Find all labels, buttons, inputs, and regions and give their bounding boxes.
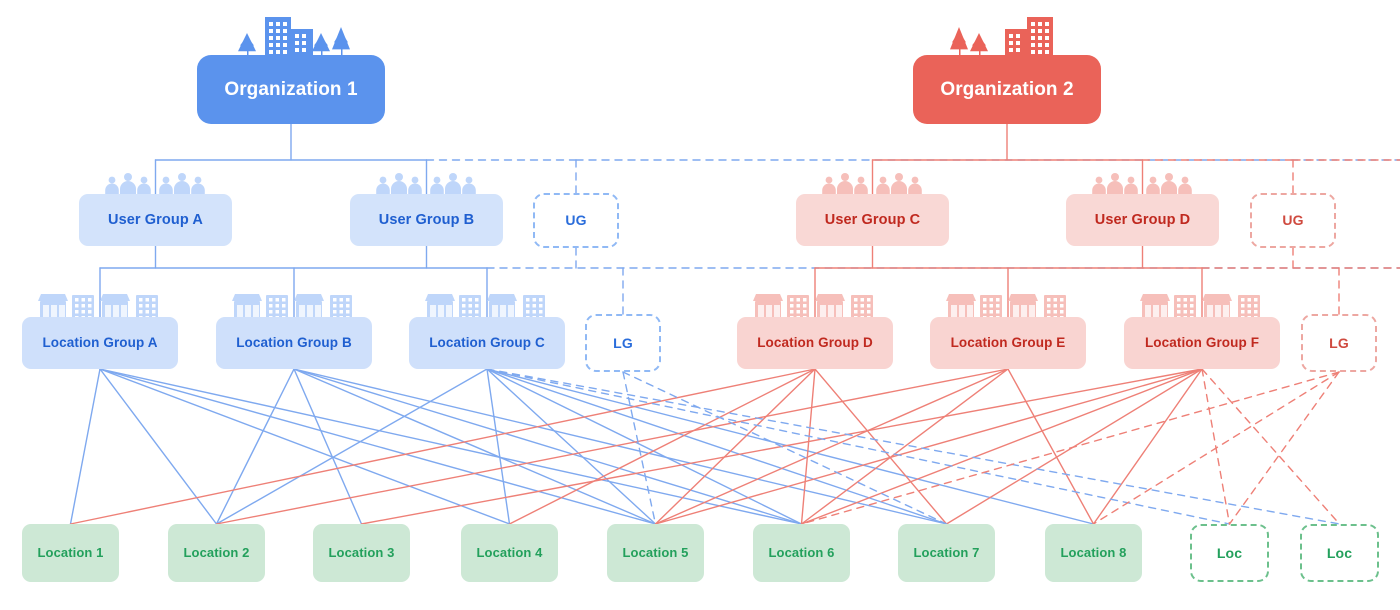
location-placeholder-label: Loc (1326, 544, 1353, 561)
location-label: Location 4 (476, 544, 543, 560)
user-group-label: User Group C (824, 211, 921, 228)
location-group-label: Location Group F (1144, 335, 1260, 351)
organization-org2[interactable]: Organization 2 (913, 55, 1101, 124)
user-group-placeholder-label: UG (565, 212, 587, 229)
location-label: Location 7 (913, 544, 980, 560)
location-placeholder-label: Loc (1216, 544, 1243, 561)
location-label: Location 8 (1060, 544, 1127, 560)
location-loc7[interactable]: Location 7 (898, 524, 995, 582)
location-group-placeholder-label: LG (613, 334, 633, 351)
location-group-lgc[interactable]: Location Group C (409, 317, 565, 369)
location-loc5[interactable]: Location 5 (607, 524, 704, 582)
organization-label: Organization 2 (940, 78, 1074, 100)
location-label: Location 5 (622, 544, 689, 560)
location-loc6[interactable]: Location 6 (753, 524, 850, 582)
location-group-lgd[interactable]: Location Group D (737, 317, 893, 369)
user-group-ugc[interactable]: User Group C (796, 194, 949, 246)
location-label: Location 1 (37, 544, 104, 560)
location-group-lga[interactable]: Location Group A (22, 317, 178, 369)
location-label: Location 6 (768, 544, 835, 560)
location-group-label: Location Group D (757, 335, 873, 351)
user-group-uga[interactable]: User Group A (79, 194, 232, 246)
user-group-ugd[interactable]: User Group D (1066, 194, 1219, 246)
location-group-placeholder-label: LG (1329, 334, 1349, 351)
location-placeholder-loc-ghost-1[interactable]: Loc (1190, 524, 1269, 582)
location-group-lgb[interactable]: Location Group B (216, 317, 372, 369)
user-group-label: User Group D (1094, 211, 1191, 228)
location-group-label: Location Group E (950, 335, 1066, 351)
location-group-lgf[interactable]: Location Group F (1124, 317, 1280, 369)
location-group-lge[interactable]: Location Group E (930, 317, 1086, 369)
organization-org1[interactable]: Organization 1 (197, 55, 385, 124)
location-loc2[interactable]: Location 2 (168, 524, 265, 582)
user-group-label: User Group A (108, 211, 203, 228)
organization-label: Organization 1 (224, 78, 358, 100)
location-group-placeholder-lg-ghost-1[interactable]: LG (585, 314, 661, 372)
location-loc4[interactable]: Location 4 (461, 524, 558, 582)
location-label: Location 2 (183, 544, 250, 560)
location-group-placeholder-lg-ghost-2[interactable]: LG (1301, 314, 1377, 372)
location-loc1[interactable]: Location 1 (22, 524, 119, 582)
user-group-placeholder-ug-ghost-2[interactable]: UG (1250, 193, 1336, 248)
user-group-placeholder-label: UG (1282, 212, 1304, 229)
location-placeholder-loc-ghost-2[interactable]: Loc (1300, 524, 1379, 582)
location-loc8[interactable]: Location 8 (1045, 524, 1142, 582)
location-group-label: Location Group C (429, 335, 545, 351)
location-group-label: Location Group B (236, 335, 352, 351)
user-group-label: User Group B (378, 211, 475, 228)
location-loc3[interactable]: Location 3 (313, 524, 410, 582)
location-label: Location 3 (328, 544, 395, 560)
user-group-placeholder-ug-ghost-1[interactable]: UG (533, 193, 619, 248)
location-group-label: Location Group A (42, 335, 158, 351)
user-group-ugb[interactable]: User Group B (350, 194, 503, 246)
